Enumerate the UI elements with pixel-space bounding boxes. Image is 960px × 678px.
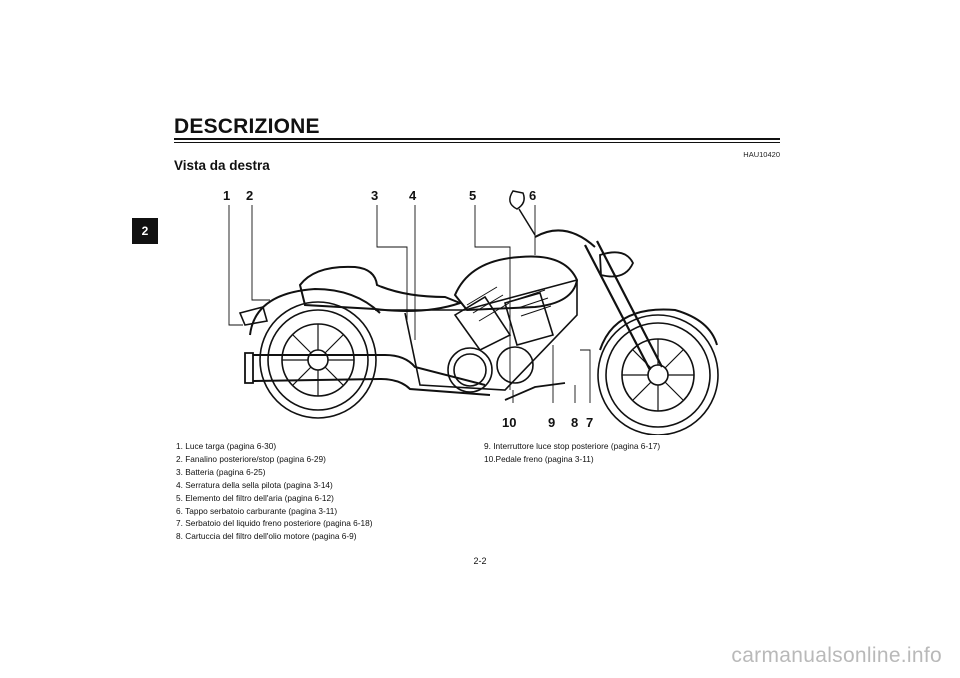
callout-3: 3 xyxy=(371,188,379,203)
legend-item-10: 10.Pedale freno (pagina 3-11) xyxy=(484,453,594,464)
legend-item-9: 9. Interruttore luce stop posteriore (pa… xyxy=(484,441,661,451)
legend-right: 9. Interruttore luce stop posteriore (pa… xyxy=(484,440,774,466)
motorcycle-drawing xyxy=(228,190,719,436)
title-rule xyxy=(174,138,780,140)
legend-item-1: 1. Luce targa (pagina 6-30) xyxy=(176,441,277,451)
callout-7: 7 xyxy=(586,415,594,430)
legend-item-8: 8. Cartuccia del filtro dell'olio motore… xyxy=(176,531,357,542)
legend-item-2: 2. Fanalino posteriore/stop (pagina 6-29… xyxy=(176,453,326,464)
page-number: 2-2 xyxy=(473,556,487,566)
page-title: DESCRIZIONE xyxy=(174,115,320,138)
callout-9: 9 xyxy=(548,415,556,430)
callout-6: 6 xyxy=(529,188,537,203)
legend-left: 1. Luce targa (pagina 6-30) 2. Fanalino … xyxy=(176,440,466,543)
reference-code: HAU10420 xyxy=(743,150,780,159)
callout-2: 2 xyxy=(246,188,254,203)
legend-item-3: 3. Batteria (pagina 6-25) xyxy=(176,466,266,477)
motorcycle-illustration: 1 2 3 4 5 6 7 8 9 10 xyxy=(205,185,745,436)
callout-8: 8 xyxy=(571,415,579,430)
chapter-tab: 2 xyxy=(132,218,158,244)
title-rule-thin xyxy=(174,142,780,143)
legend-item-6: 6. Tappo serbatoio carburante (pagina 3-… xyxy=(176,505,338,516)
section-subtitle: Vista da destra xyxy=(174,158,270,173)
callout-10: 10 xyxy=(502,415,517,430)
legend-item-5: 5. Elemento del filtro dell'aria (pagina… xyxy=(176,492,334,503)
legend-item-4: 4. Serratura della sella pilota (pagina … xyxy=(176,479,333,490)
callout-5: 5 xyxy=(469,188,477,203)
callout-1: 1 xyxy=(223,188,231,203)
legend-item-7: 7. Serbatoio del liquido freno posterior… xyxy=(176,518,373,529)
watermark: carmanualsonline.info xyxy=(731,644,942,667)
callout-4: 4 xyxy=(409,188,417,203)
